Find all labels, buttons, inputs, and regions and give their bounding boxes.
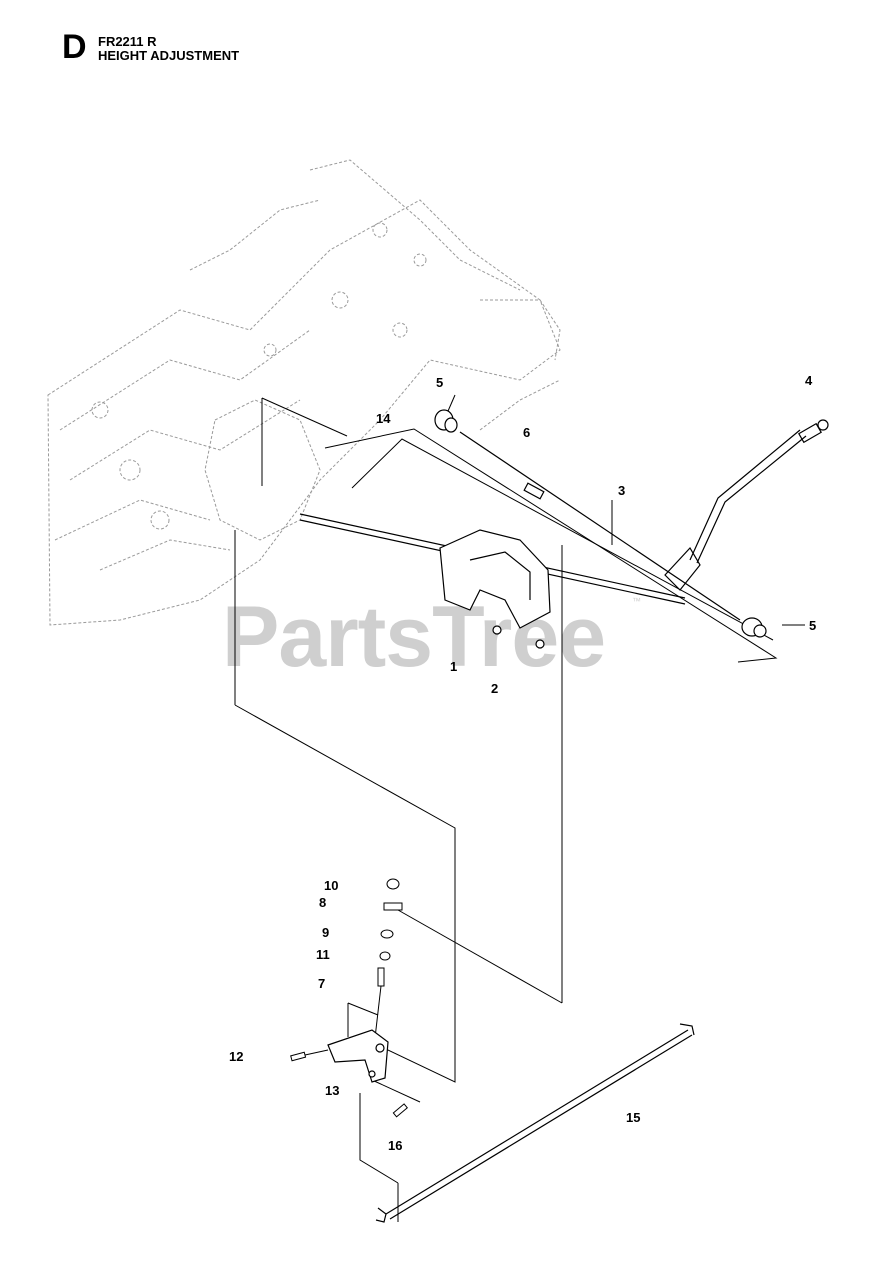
trademark-symbol: ™	[632, 596, 641, 606]
callout-12: 12	[229, 1049, 244, 1064]
callout-11: 11	[316, 947, 330, 962]
callout-7: 7	[318, 976, 326, 991]
callout-16: 16	[388, 1138, 403, 1153]
callout-4: 4	[805, 373, 813, 388]
assembly-lines	[234, 394, 805, 1222]
callout-5-top: 5	[436, 375, 444, 390]
hardware-stack	[374, 878, 403, 1039]
callout-14: 14	[376, 411, 391, 426]
bracket-part	[327, 1029, 389, 1083]
callout-8: 8	[319, 895, 327, 910]
callout-3: 3	[618, 483, 626, 498]
callout-13: 13	[325, 1083, 340, 1098]
callout-9: 9	[322, 925, 330, 940]
pin-parts	[290, 1051, 408, 1118]
link-rod	[375, 1023, 695, 1223]
callout-10: 10	[324, 878, 339, 893]
callout-2: 2	[491, 681, 499, 696]
handle-lever	[664, 419, 829, 591]
bushing-parts	[434, 409, 767, 638]
chassis-ghost-outline	[47, 159, 561, 626]
diagram-title: HEIGHT ADJUSTMENT	[98, 48, 240, 63]
callout-1: 1	[450, 659, 458, 674]
height-plate	[439, 529, 551, 649]
section-letter: D	[62, 28, 87, 66]
callout-6: 6	[523, 425, 531, 440]
model-number: FR2211 R	[98, 34, 157, 49]
callout-15: 15	[626, 1110, 641, 1125]
callout-5-right: 5	[809, 618, 817, 633]
